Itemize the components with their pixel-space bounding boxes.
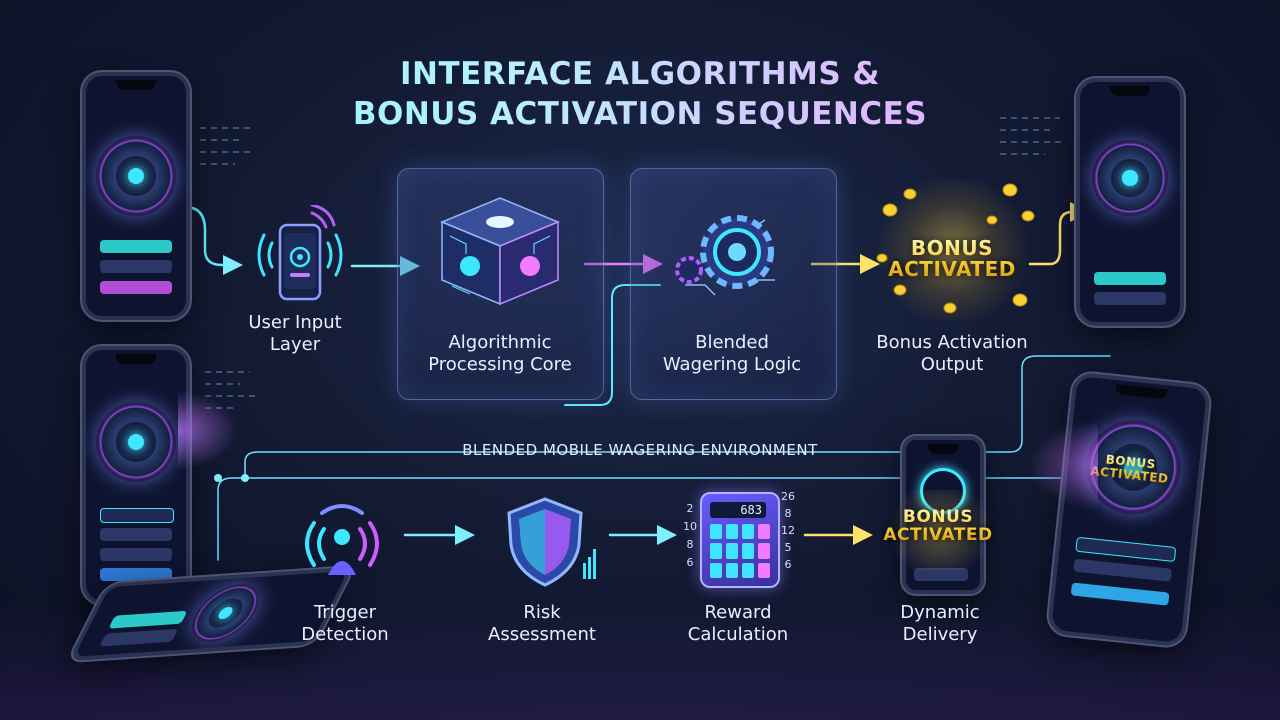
side-number: 6 [784,558,792,571]
label-user-input-1: User Input [248,312,342,333]
processor-cube-icon [440,197,560,306]
bonus-word: BONUS [902,507,974,527]
wheel-graphic [1092,140,1168,216]
activated-word: ACTIVATED [883,525,993,545]
phone-button [108,610,188,629]
phone-button [1094,292,1166,305]
target-ring [920,468,966,514]
label-trigger-2: Detection [301,624,389,645]
coins-icon [876,183,1035,314]
side-number: 5 [784,541,792,554]
glow-burst [178,390,238,470]
phone-left-middle [82,346,190,604]
phone-dynamic-delivery [902,436,984,594]
label-algorithmic-1: Algorithmic [448,332,552,353]
phone-button [100,281,172,294]
side-number: 8 [784,507,792,520]
wheel-graphic [96,136,176,216]
gear-icon [675,215,775,296]
bonus-badge-bottom: BONUS ACTIVATED [876,508,1000,544]
wheel-graphic [96,402,176,482]
side-number: 2 [686,502,694,515]
label-bonus-output-1: Bonus Activation [876,332,1028,353]
label-blended-2: Wagering Logic [662,354,802,375]
label-dynamic-2: Delivery [902,624,978,645]
phone-button [100,260,172,273]
shield-icon [507,497,596,587]
phone-button [100,528,172,541]
calculator-keys [710,524,770,578]
label-bonus-output-2: Output [920,354,984,375]
phone-right-top [1076,78,1184,326]
side-number: 26 [781,490,795,503]
phone-button [100,240,172,253]
phone-button [100,568,172,581]
activated-word: ACTIVATED [888,257,1016,281]
calc-side-numbers-right: 26 8 12 5 6 [778,488,798,573]
label-risk-1: Risk [523,602,561,623]
environment-label: BLENDED MOBILE WAGERING ENVIRONMENT [462,441,818,459]
bonus-burst [868,180,1038,320]
calculator-icon: 683 [700,492,780,588]
phone-left-top [82,72,190,320]
label-risk-2: Assessment [488,624,596,645]
calc-side-numbers-left: 2 10 8 6 [683,500,697,572]
label-algorithmic-2: Processing Core [428,354,572,375]
phone-button [1070,582,1170,606]
label-trigger-1: Trigger [313,602,377,623]
phone-button [1094,272,1166,285]
label-user-input-2: Layer [269,334,321,355]
side-number: 12 [781,524,795,537]
person-signal-icon [305,504,379,575]
label-reward-1: Reward [704,602,772,623]
label-dynamic-1: Dynamic [900,602,980,623]
calculator-display: 683 [710,502,766,518]
phone-button [100,548,172,561]
bonus-word: BONUS [910,236,994,260]
phone-field [1075,536,1177,563]
phone-button [1073,558,1173,582]
phone-button [914,568,968,581]
label-blended-1: Blended [695,332,769,353]
phone-signal-icon [257,205,343,301]
phone-field [100,508,174,523]
bonus-badge-top: BONUS ACTIVATED [872,238,1032,280]
phone-button [99,628,179,647]
bonus-burst [880,490,1000,570]
glow-burst [1028,420,1098,510]
side-number: 8 [686,538,694,551]
side-number: 6 [686,556,694,569]
label-reward-2: Calculation [687,624,789,645]
side-number: 10 [683,520,697,533]
